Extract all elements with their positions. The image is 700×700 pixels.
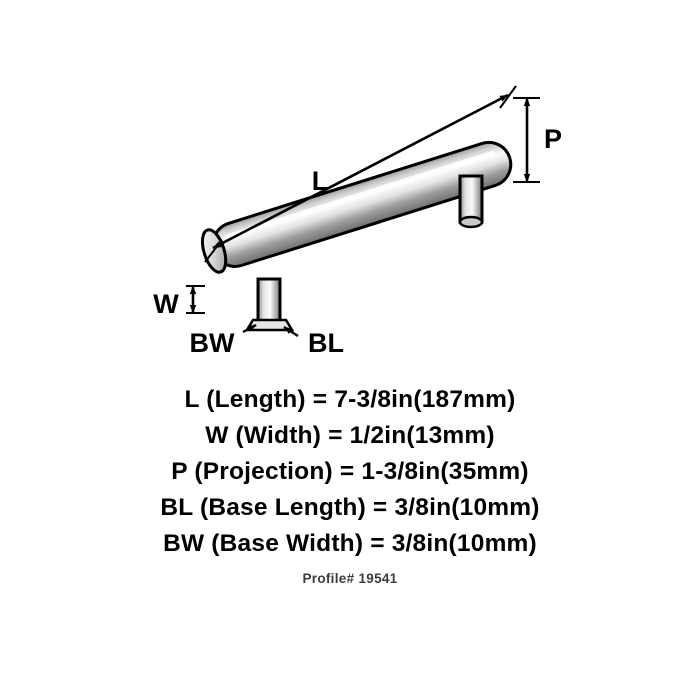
spec-projection: P (Projection) = 1-3/8in(35mm)	[171, 458, 529, 485]
spec-length: L (Length) = 7-3/8in(187mm)	[184, 386, 516, 413]
dimension-width: W	[153, 285, 205, 319]
label-length: L	[312, 166, 329, 196]
dimension-base-width: BW	[190, 323, 257, 358]
label-base-width: BW	[190, 328, 235, 358]
spec-base-length: BL (Base Length) = 3/8in(10mm)	[160, 494, 540, 521]
handle-drawing: L P W BW BL	[153, 85, 562, 358]
label-base-length: BL	[308, 328, 344, 358]
spec-base-width: BW (Base Width) = 3/8in(10mm)	[163, 530, 537, 557]
dimension-length: L	[204, 85, 517, 263]
profile-number: Profile# 19541	[302, 571, 398, 586]
dimension-base-length: BL	[283, 325, 344, 358]
label-projection: P	[544, 124, 562, 154]
dimension-projection: P	[513, 97, 562, 183]
right-mounting-post	[458, 174, 484, 229]
label-width: W	[153, 289, 179, 319]
spec-width: W (Width) = 1/2in(13mm)	[205, 422, 495, 449]
left-mounting-post	[244, 277, 295, 332]
specifications-list: L (Length) = 7-3/8in(187mm) W (Width) = …	[0, 382, 700, 586]
